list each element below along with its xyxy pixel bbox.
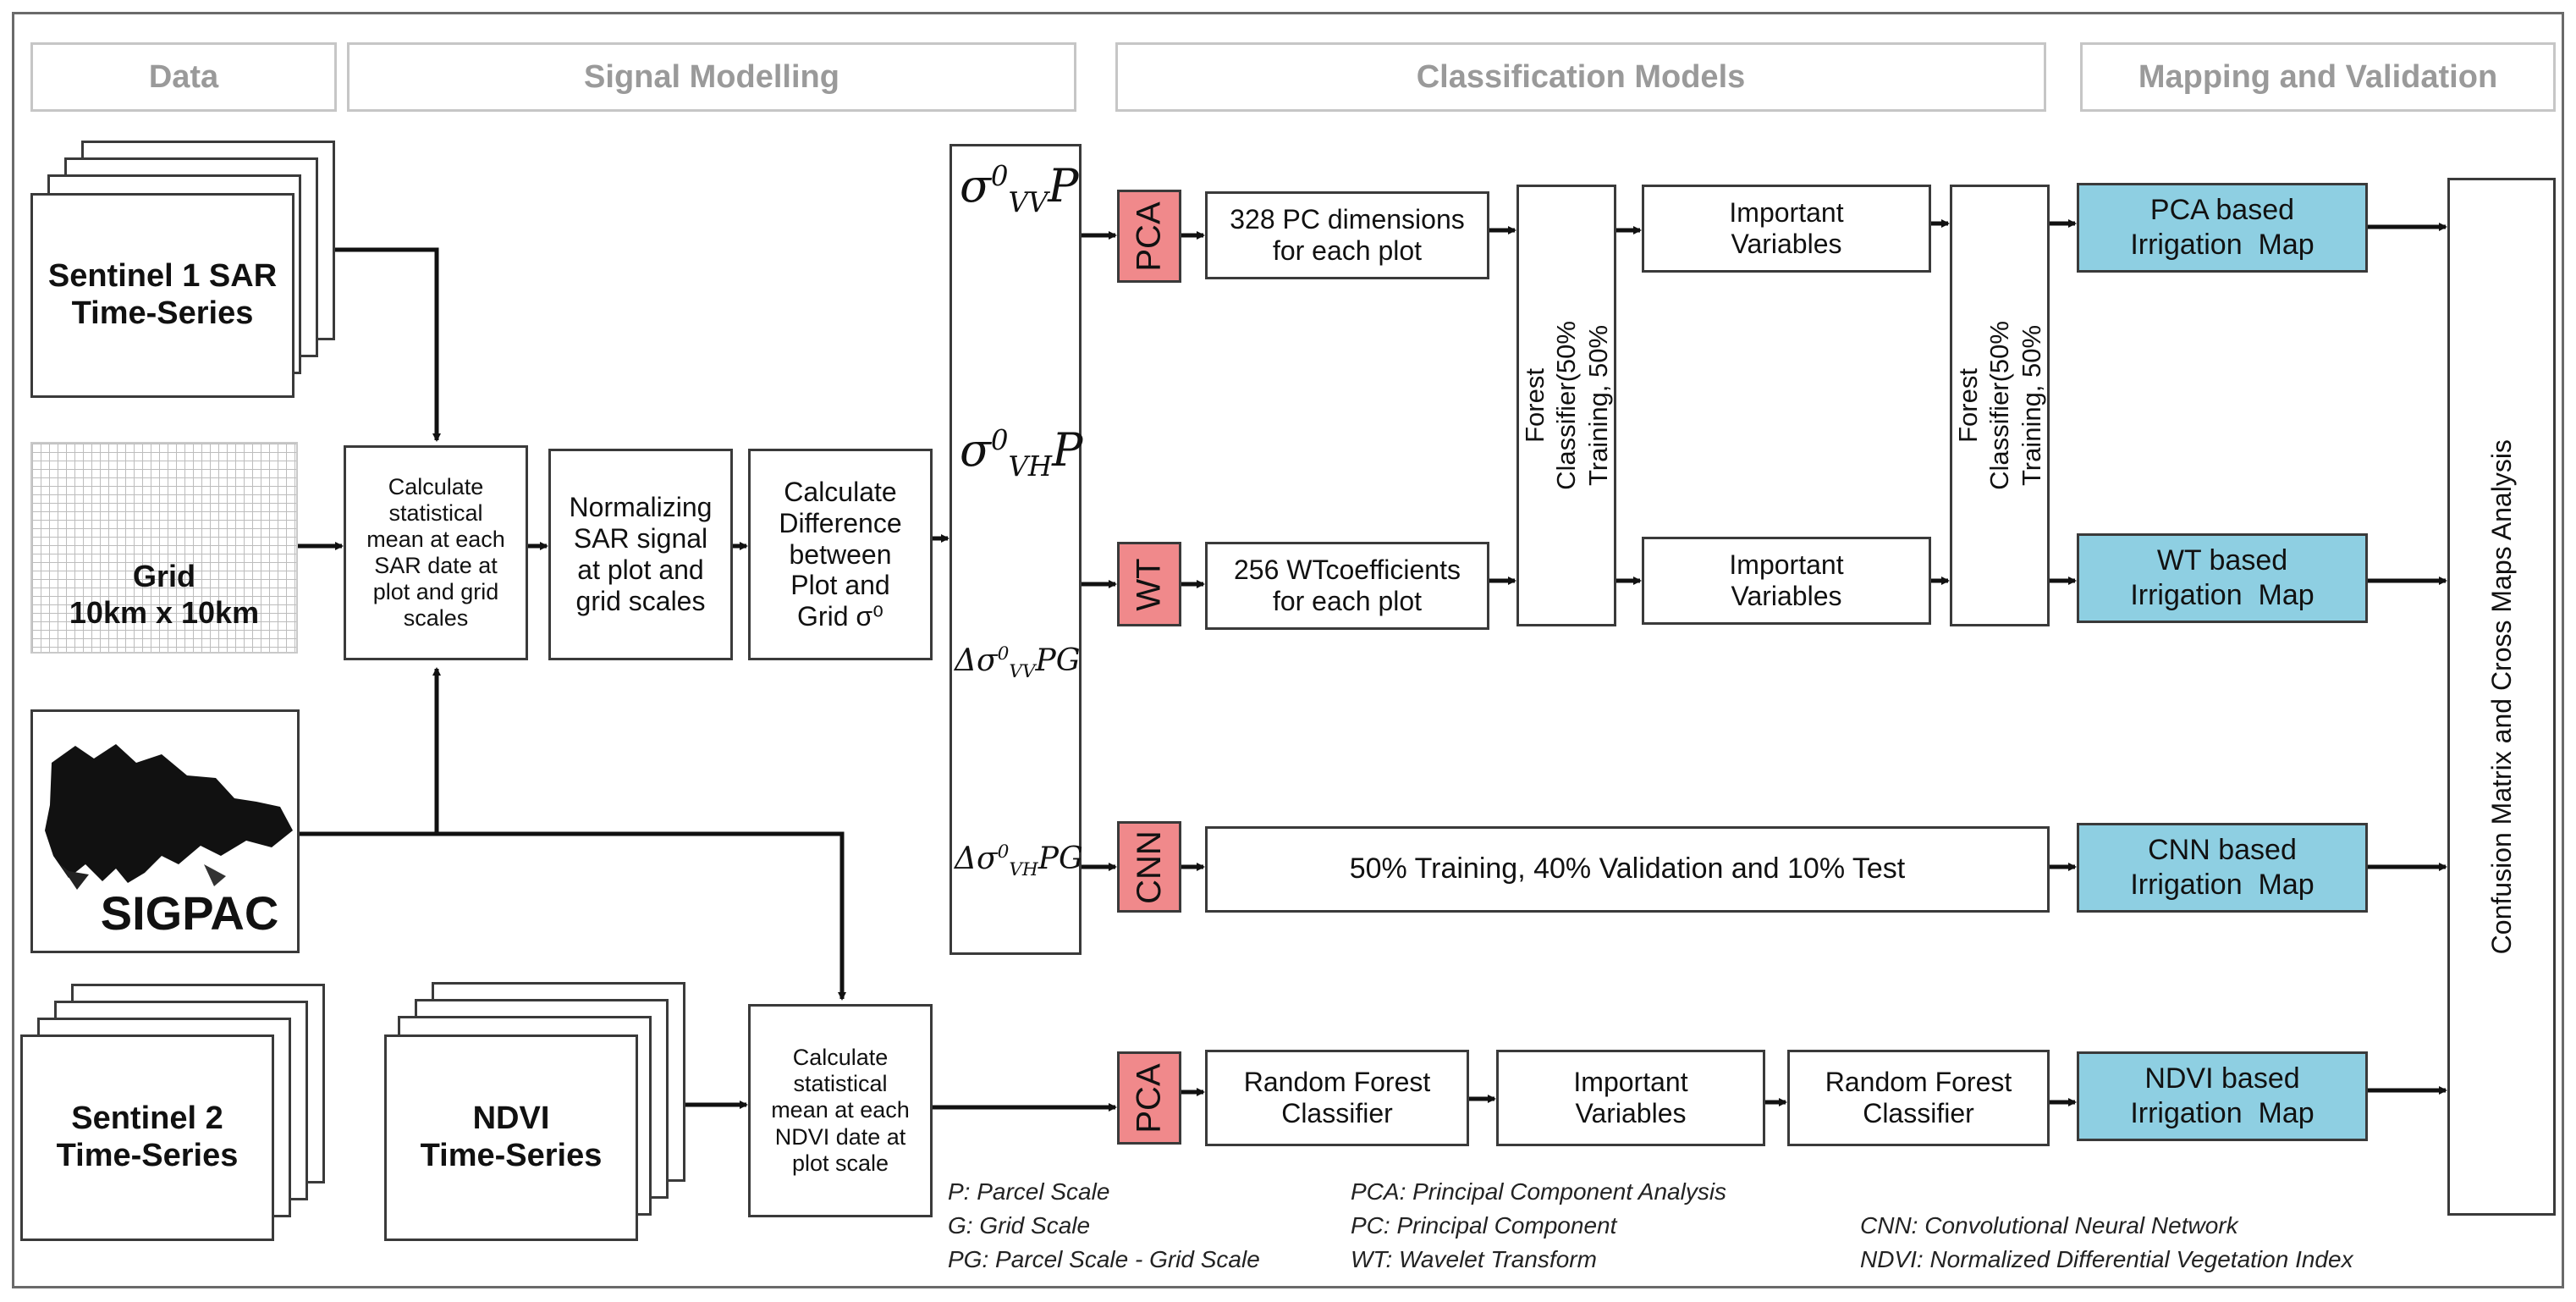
legend-p: P: Parcel Scale [948, 1178, 1110, 1205]
method-cnn: CNN [1117, 821, 1181, 913]
legend-g: G: Grid Scale [948, 1212, 1091, 1239]
legend-ndvi: NDVI: Normalized Differential Vegetation… [1860, 1246, 2353, 1272]
cnn-split-box: 50% Training, 40% Validation and 10% Tes… [1205, 826, 2050, 913]
sigpac-map: SIGPAC [30, 709, 300, 953]
method-pca-ndvi: PCA [1117, 1051, 1181, 1145]
sigpac-map-silhouette [45, 744, 293, 890]
features-column [949, 144, 1082, 955]
feature-delta-sigma-vh-pg: Δσ0VHPG [955, 841, 1083, 881]
header-classification-models: Classification Models [1115, 42, 2046, 112]
rf-classifier-box-2: Random Forest Classifier(50% Training, 5… [1950, 185, 2050, 626]
legend-wt: WT: Wavelet Transform [1351, 1246, 1597, 1272]
feature-sigma-vv-p: σ0VVP [960, 159, 1079, 218]
confusion-matrix-box: Confusion Matrix and Cross Maps Analysis [2447, 178, 2556, 1216]
grid-10km: Grid 10km x 10km [30, 442, 298, 654]
header-data: Data [30, 42, 337, 112]
rf-classifier-label-2: Random Forest Classifier(50% Training, 5… [1950, 321, 2050, 490]
legend-pc: PC: Principal Component [1351, 1212, 1617, 1239]
rf-classifier-box-1: Random Forest Classifier(50% Training, 5… [1516, 185, 1616, 626]
feature-sigma-vh-p: σ0VHP [960, 423, 1083, 483]
header-signal-modelling: Signal Modelling [347, 42, 1076, 112]
legend-pg: PG: Parcel Scale - Grid Scale [948, 1246, 1260, 1272]
outer-frame [12, 12, 2564, 1288]
sigpac-label: SIGPAC [100, 886, 279, 940]
feature-delta-sigma-vv-pg: Δσ0VVPG [955, 643, 1081, 683]
header-mapping-validation: Mapping and Validation [2080, 42, 2556, 112]
confusion-matrix-label: Confusion Matrix and Cross Maps Analysis [2485, 439, 2517, 955]
grid-label: Grid 10km x 10km [69, 559, 260, 631]
rf-classifier-label-1: Random Forest Classifier(50% Training, 5… [1516, 321, 1616, 490]
method-wt: WT [1117, 542, 1181, 626]
legend-pca: PCA: Principal Component Analysis [1351, 1178, 1727, 1205]
legend-cnn: CNN: Convolutional Neural Network [1860, 1212, 2238, 1239]
method-pca: PCA [1117, 190, 1181, 283]
